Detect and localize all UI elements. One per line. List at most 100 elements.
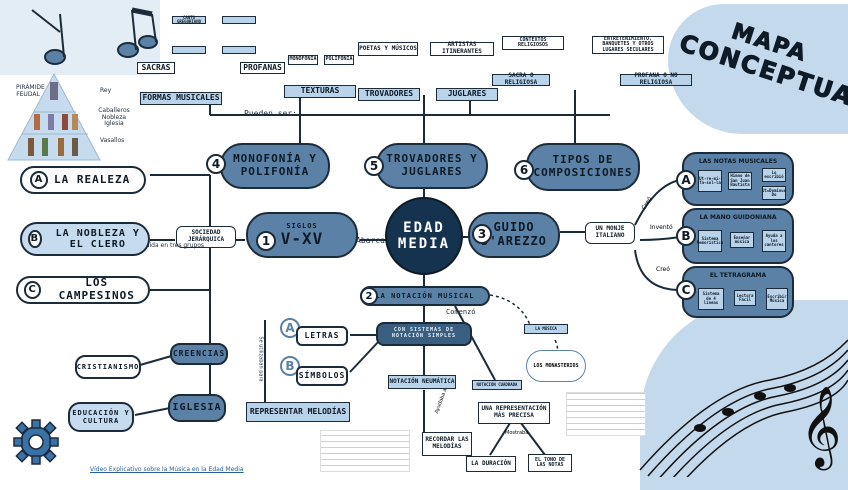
- monasterios-cloud: LOS MONASTERIOS: [526, 350, 586, 382]
- canto-gregoriano-node: CANTO GREGORIANO: [172, 15, 206, 24]
- representacion-node: UNA REPRESENTACIÓN MÁS PRECISA: [478, 402, 550, 424]
- guido-label-3: Creó: [656, 266, 670, 273]
- simbolos-node[interactable]: SÍMBOLOS: [296, 366, 348, 386]
- manuscript-image-2: [566, 392, 646, 436]
- nobleza-label: LA NOBLEZA Y EL CLERO: [55, 227, 140, 251]
- panel-b-item-3: Ayuda a los cantores: [762, 230, 786, 252]
- sociedad-node: SOCIEDAD JERÁRQUICA: [176, 226, 236, 248]
- monje-node: UN MONJE ITALIANO: [585, 222, 635, 244]
- notacion-branch-label: LA NOTACIÓN MUSICAL: [375, 291, 475, 300]
- panel-c-item-1: Sistema de 4 líneas: [698, 288, 724, 310]
- monofonia-texture-node: MONOFONÍA: [288, 55, 318, 65]
- letras-node[interactable]: LETRAS: [296, 326, 348, 346]
- campesinos-node[interactable]: C LOS CAMPESINOS: [16, 276, 150, 304]
- abarca-label: Abarca: [356, 236, 385, 245]
- profanas-node: PROFANAS: [240, 62, 285, 74]
- texturas-node: TEXTURAS: [284, 85, 356, 98]
- music-notes-icon: [31, 7, 158, 65]
- composiciones-branch[interactable]: TIPOS DE COMPOSICIONES: [526, 143, 640, 191]
- branch-number-5: 5: [364, 156, 384, 176]
- video-link[interactable]: Vídeo Explicativo sobre la Música en la …: [90, 466, 244, 473]
- pueden-ser-label: Pueden ser:: [244, 109, 297, 118]
- tono-node: EL TONO DE LAS NOTAS: [528, 454, 572, 472]
- nobleza-letter: B: [28, 230, 42, 248]
- cristianismo-node[interactable]: CRISTIANISMO: [75, 355, 141, 379]
- pyramid-label-vasallos: Vasallos: [100, 137, 125, 144]
- sacras-node: SACRAS: [137, 62, 175, 74]
- panel-c-title: EL TETRAGRAMA: [709, 272, 767, 279]
- branch-number-4: 4: [206, 154, 226, 174]
- iglesia-label: IGLESIA: [172, 402, 222, 414]
- poetas-node: POETAS Y MÚSICOS: [358, 42, 418, 56]
- divided-label: dividida en tres grupos: [135, 242, 205, 249]
- juglares-node: JUGLARES: [436, 88, 498, 101]
- guido-panel-c: EL TETRAGRAMA Sistema de 4 líneas Lectur…: [682, 266, 794, 318]
- creencias-node[interactable]: CREENCIAS: [170, 343, 228, 365]
- mostraba-label: Mostraba: [505, 430, 529, 436]
- panel-a-item-1: Ut-re-mi-fa-sol-la: [698, 170, 722, 192]
- neumatica-node: NOTACIÓN NEUMÁTICA: [388, 375, 456, 389]
- branch-number-2: 2: [360, 287, 378, 305]
- comenzo-label: Comenzó: [446, 308, 476, 316]
- pyramid-label-title: PIRÁMIDE FEUDAL: [16, 84, 45, 98]
- sistemas-label: CON SISTEMAS DE NOTACIÓN SIMPLES: [391, 327, 457, 339]
- guido-branch-label: GUIDO D'AREZZO: [481, 220, 547, 248]
- guido-panel-b: LA MANO GUIDONIANA Sistema Memorístico E…: [682, 208, 794, 264]
- campesinos-letter: C: [24, 281, 42, 299]
- panel-a-item-3: Lo escribió: [762, 168, 786, 182]
- panel-c-letter: C: [676, 280, 696, 300]
- formas-musicales-node: FORMAS MUSICALES: [140, 92, 222, 105]
- center-line1: EDAD: [403, 220, 445, 236]
- music-staff-icon: 𝄞: [639, 339, 848, 477]
- panel-b-letter: B: [676, 226, 696, 246]
- cristianismo-label: CRISTIANISMO: [76, 362, 140, 371]
- educacion-label: EDUCACIÓN Y CULTURA: [72, 408, 130, 425]
- recordar-node: RECORDAR LAS MELODÍAS: [422, 432, 472, 456]
- simbolos-label: SÍMBOLOS: [298, 371, 346, 381]
- panel-b-item-2: Enseñar música: [730, 232, 754, 248]
- center-line2: MEDIA: [397, 236, 451, 252]
- pyramid-label-rey: Rey: [100, 87, 112, 94]
- center-node: EDAD MEDIA: [385, 197, 463, 275]
- manuscript-image-1: [320, 430, 410, 472]
- monasterios-label: LOS MONASTERIOS: [533, 363, 579, 369]
- monofonia-branch-label: MONOFONÍA Y POLIFONÍA: [233, 152, 317, 178]
- utilizaban-label: Se utilizaban para: [257, 336, 264, 382]
- branch-number-6: 6: [514, 160, 534, 180]
- contextos-node: CONTEXTOS RELIGIOSOS: [502, 36, 564, 50]
- panel-a-letter: A: [676, 170, 696, 190]
- monofonia-branch[interactable]: MONOFONÍA Y POLIFONÍA: [220, 143, 330, 189]
- iglesia-node[interactable]: IGLESIA: [168, 394, 226, 422]
- creencias-label: CREENCIAS: [172, 349, 226, 359]
- nobleza-node[interactable]: B LA NOBLEZA Y EL CLERO: [20, 222, 150, 256]
- guido-label-2: Inventó: [650, 224, 673, 231]
- branch-number-3: 3: [472, 224, 492, 244]
- polifonia-texture-node: POLIFONÍA: [324, 55, 354, 65]
- guido-branch[interactable]: GUIDO D'AREZZO: [468, 212, 560, 258]
- siglos-small-label: SIGLOS: [286, 221, 318, 230]
- musica-node: LA MÚSICA: [524, 324, 568, 334]
- gear-icon: [13, 419, 59, 465]
- realeza-label: LA REALEZA: [54, 172, 131, 186]
- entretenimiento-node: ENTRETENIMIENTO, BANQUETES Y OTROS LUGAR…: [592, 36, 664, 54]
- composiciones-branch-label: TIPOS DE COMPOSICIONES: [533, 153, 633, 179]
- campesinos-label: LOS CAMPESINOS: [58, 276, 135, 302]
- panel-a-item-4: Ut=Dominus Do: [762, 186, 786, 200]
- trovadores-branch-label: TROVADORES Y JUGLARES: [386, 152, 478, 178]
- feudal-pyramid-icon: [7, 72, 101, 161]
- profana-node: PROFANA O NO RELIGIOSA: [620, 73, 692, 86]
- formas-sub-node-3: [222, 46, 256, 54]
- notacion-branch[interactable]: LA NOTACIÓN MUSICAL: [360, 286, 490, 306]
- trovadores-branch[interactable]: TROVADORES Y JUGLARES: [376, 143, 488, 189]
- artistas-node: ARTISTAS ITINERANTES: [430, 42, 494, 56]
- sistemas-node[interactable]: CON SISTEMAS DE NOTACIÓN SIMPLES: [376, 322, 472, 346]
- sacra-religiosa-node: SACRA O RELIGIOSA: [492, 73, 550, 86]
- top-right-blob: [668, 4, 848, 134]
- duracion-node: LA DURACIÓN: [466, 456, 516, 472]
- letras-label: LETRAS: [304, 331, 340, 341]
- panel-a-item-2: Himno de San Juan Bautista: [728, 172, 752, 190]
- pyramid-label-middle: Caballeros Nobleza Iglesia: [98, 107, 130, 128]
- trovadores-node: TROVADORES: [358, 88, 420, 101]
- educacion-node[interactable]: EDUCACIÓN Y CULTURA: [68, 402, 134, 432]
- realeza-node[interactable]: A LA REALEZA: [20, 166, 146, 194]
